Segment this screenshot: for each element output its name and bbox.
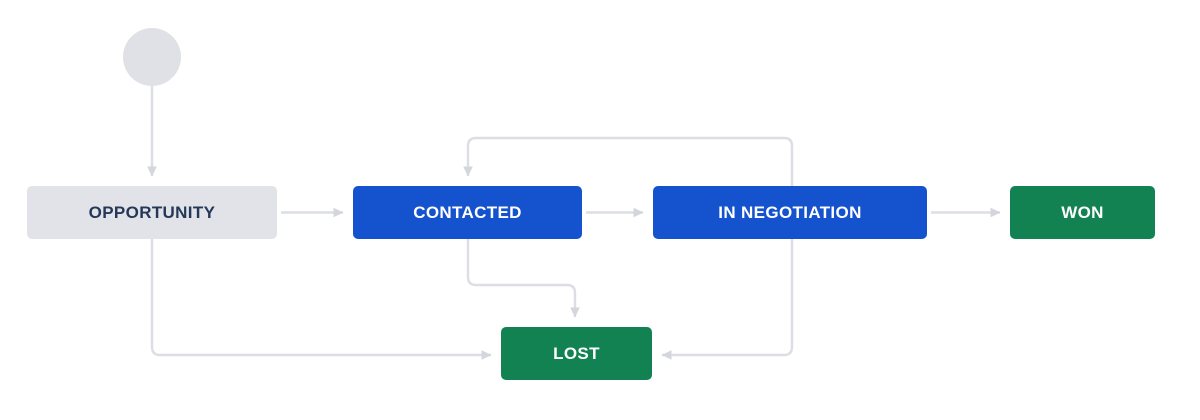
node-in-negotiation[interactable]: IN NEGOTIATION <box>653 186 927 239</box>
node-contacted[interactable]: CONTACTED <box>353 186 582 239</box>
edge-paths <box>147 86 1001 360</box>
edge-in-negotiation-to-contacted <box>463 136 794 186</box>
edge-opportunity-to-lost <box>150 239 492 360</box>
node-opportunity-label: OPPORTUNITY <box>88 203 216 222</box>
node-opportunity[interactable]: OPPORTUNITY <box>27 186 277 239</box>
edge-contacted-to-lost <box>466 239 580 318</box>
node-start-circle[interactable] <box>123 28 181 86</box>
node-won[interactable]: WON <box>1010 186 1155 239</box>
edge-in-negotiation-to-lost <box>661 239 794 360</box>
node-in-negotiation-label: IN NEGOTIATION <box>718 203 862 222</box>
node-lost-label: LOST <box>553 344 600 363</box>
node-contacted-label: CONTACTED <box>413 203 522 222</box>
node-won-label: WON <box>1061 203 1104 222</box>
node-lost[interactable]: LOST <box>501 327 652 380</box>
